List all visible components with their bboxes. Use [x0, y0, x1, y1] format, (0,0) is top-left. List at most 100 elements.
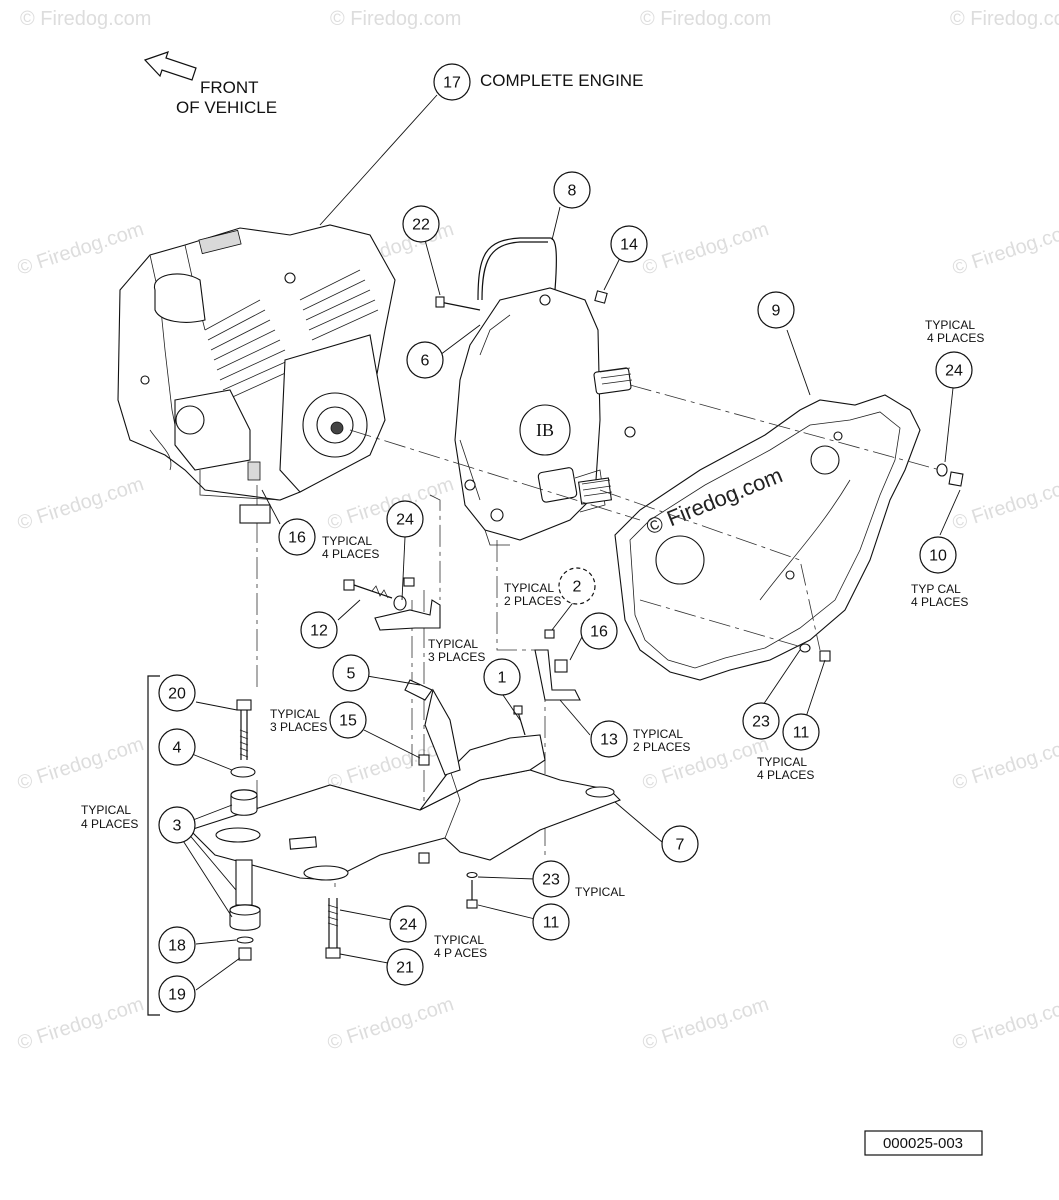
- note-typical: TYPICAL: [504, 581, 554, 595]
- callout-23-lower: 23: [532, 860, 570, 898]
- watermark: © Firedog.com: [950, 733, 1059, 795]
- callout-8: 8: [553, 171, 591, 209]
- transmission-gearcase: IB: [454, 237, 636, 546]
- svg-text:19: 19: [168, 987, 186, 1004]
- callout-15: 15: [329, 701, 367, 739]
- callout-1: 1: [483, 658, 521, 696]
- callout-6: 6: [406, 341, 444, 379]
- callout-bubbles: 17 8 22 14 6 9 24 10 16 24 12 2 16 5 1 1…: [158, 63, 973, 1013]
- note-typical: TYPICAL: [434, 933, 484, 947]
- note-places: 4 PLACES: [81, 817, 138, 831]
- callout-11-lower: 11: [532, 903, 570, 941]
- note-typical: TYPICAL: [322, 534, 372, 548]
- svg-text:22: 22: [412, 217, 430, 234]
- typical-notes: TYPICAL 4 PLACES TYPICAL 4 PLACES TYPICA…: [81, 318, 984, 960]
- svg-text:4: 4: [173, 740, 182, 757]
- svg-text:8: 8: [568, 183, 577, 200]
- svg-text:6: 6: [421, 353, 430, 370]
- watermark: © Firedog.com: [325, 993, 457, 1055]
- callout-22: 22: [402, 205, 440, 243]
- watermark: © Firedog.com: [15, 993, 147, 1055]
- svg-text:10: 10: [929, 548, 947, 565]
- svg-text:24: 24: [396, 512, 414, 529]
- svg-text:16: 16: [590, 624, 608, 641]
- callout-14: 14: [610, 225, 648, 263]
- svg-text:3: 3: [173, 818, 182, 835]
- callout-7: 7: [661, 825, 699, 863]
- watermark: © Firedog.com: [15, 733, 147, 795]
- callout-18: 18: [158, 926, 196, 964]
- callout-3: 3: [158, 806, 196, 844]
- centerlines: [256, 384, 941, 890]
- callout-11-right: 11: [782, 713, 820, 751]
- svg-text:2: 2: [573, 579, 582, 596]
- callout-5: 5: [332, 654, 370, 692]
- svg-text:18: 18: [168, 938, 186, 955]
- callout-4: 4: [158, 728, 196, 766]
- brand-logo-icon: IB: [536, 420, 554, 440]
- mounting-plate: [188, 679, 621, 881]
- note-typical: TYPICAL: [633, 727, 683, 741]
- callout-21: 21: [386, 948, 424, 986]
- svg-text:5: 5: [347, 666, 356, 683]
- svg-text:11: 11: [793, 725, 810, 742]
- svg-text:14: 14: [620, 237, 638, 254]
- watermark: © Firedog.com: [640, 8, 771, 30]
- svg-text:13: 13: [600, 732, 618, 749]
- callout-24-right: 24: [935, 351, 973, 389]
- note-typical: TYP CAL: [911, 582, 961, 596]
- front-label: FRONT: [200, 78, 259, 97]
- note-places: 4 PLACES: [927, 331, 984, 345]
- note-places: 2 PLACES: [504, 594, 561, 608]
- note-places: 4 PLACES: [911, 595, 968, 609]
- svg-text:7: 7: [676, 837, 685, 854]
- svg-text:24: 24: [399, 917, 417, 934]
- callout-19: 19: [158, 975, 196, 1013]
- hardware: [229, 290, 964, 961]
- callout-16-engine: 16: [278, 518, 316, 556]
- callout-9: 9: [757, 291, 795, 329]
- note-typical: TYPICAL: [270, 707, 320, 721]
- watermark: © Firedog.com: [640, 218, 772, 280]
- group-bracket: [147, 675, 160, 1016]
- watermark: © Firedog.com: [640, 993, 772, 1055]
- svg-text:23: 23: [752, 714, 770, 731]
- engine-block: [117, 224, 396, 501]
- figure-id-box: 000025-003: [864, 1130, 983, 1156]
- note-places: 3 PLACES: [270, 720, 327, 734]
- front-label-2: OF VEHICLE: [176, 98, 277, 117]
- callout-20: 20: [158, 674, 196, 712]
- svg-text:24: 24: [945, 363, 963, 380]
- note-typical: TYPICAL: [428, 637, 478, 651]
- note-typical: TYPICAL: [925, 318, 975, 332]
- complete-engine-label: COMPLETE ENGINE: [480, 71, 643, 90]
- svg-text:21: 21: [396, 960, 414, 977]
- note-places: 3 PLACES: [428, 650, 485, 664]
- belt-cover: © Firedog.com: [614, 394, 921, 681]
- watermark: © Firedog.com: [950, 8, 1059, 30]
- note-places: 2 PLACES: [633, 740, 690, 754]
- callout-24-lower: 24: [389, 905, 427, 943]
- watermark: © Firedog.com: [330, 8, 461, 30]
- watermark: © Firedog.com: [950, 473, 1059, 535]
- svg-text:12: 12: [310, 623, 328, 640]
- brackets: [374, 599, 581, 701]
- note-places: 4 P ACES: [434, 946, 487, 960]
- note-typical: TYPICAL: [575, 885, 625, 899]
- note-typical: TYPICAL: [757, 755, 807, 769]
- callout-24-mid: 24: [386, 500, 424, 538]
- svg-text:23: 23: [542, 872, 560, 889]
- note-typical: TYPICAL: [81, 803, 131, 817]
- callout-17: 17: [433, 63, 471, 101]
- watermark: © Firedog.com: [950, 218, 1059, 280]
- note-places: 4 PLACES: [322, 547, 379, 561]
- watermark: © Firedog.com: [15, 473, 147, 535]
- leader-lines: [179, 94, 961, 991]
- svg-text:11: 11: [543, 915, 560, 932]
- svg-text:15: 15: [339, 713, 357, 730]
- svg-text:16: 16: [288, 530, 306, 547]
- callout-16-bracket: 16: [580, 612, 618, 650]
- watermark: © Firedog.com: [950, 993, 1059, 1055]
- figure-id: 000025-003: [883, 1135, 963, 1152]
